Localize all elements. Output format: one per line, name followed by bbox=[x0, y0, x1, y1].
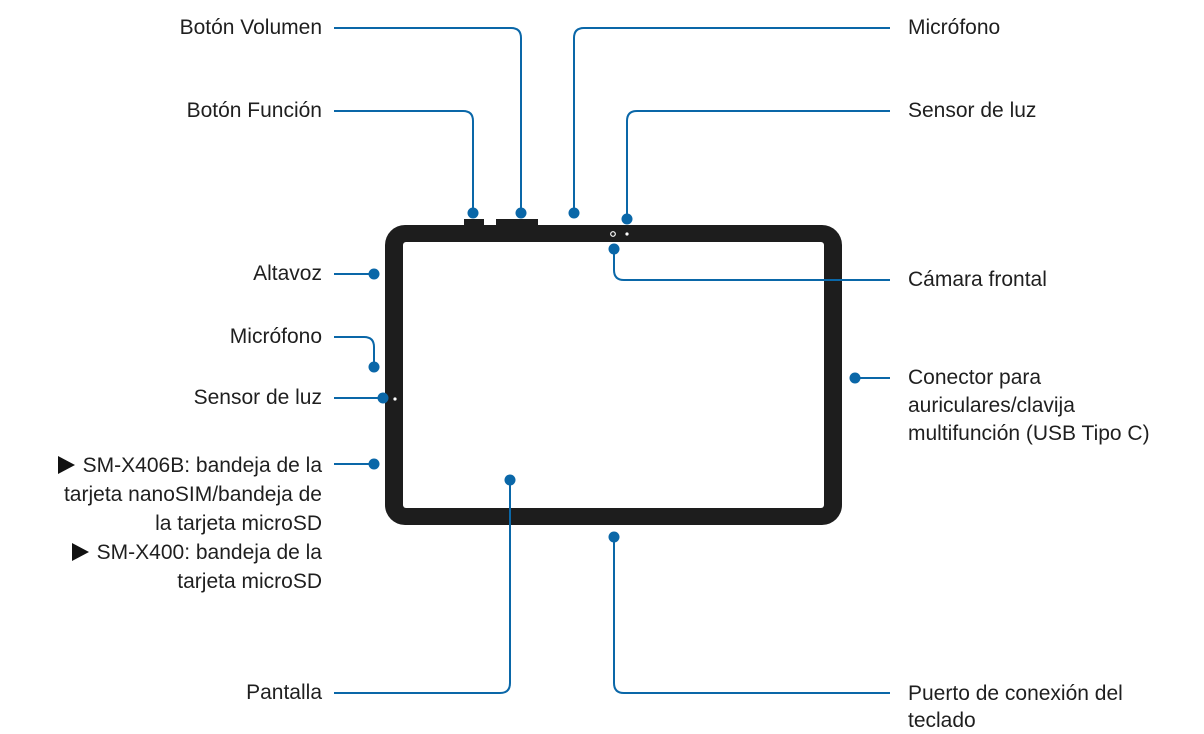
leader-mic-top bbox=[573, 27, 890, 212]
dot-tray bbox=[368, 458, 380, 470]
light-sensor-left-hole bbox=[393, 397, 397, 401]
function-button-hardware bbox=[464, 219, 484, 226]
tablet-diagram bbox=[334, 27, 890, 694]
triangle-bullet-icon bbox=[71, 543, 89, 561]
leader-keyboard-port bbox=[613, 537, 890, 694]
front-camera-lens bbox=[610, 231, 616, 237]
label-tray-block: SM-X406B: bandeja de la tarjeta nanoSIM/… bbox=[57, 451, 322, 596]
triangle-bullet-icon bbox=[57, 456, 75, 474]
volume-button-hardware bbox=[496, 219, 538, 226]
label-mic-top: Micrófono bbox=[908, 16, 1001, 39]
dot-connector bbox=[849, 372, 861, 384]
leader-function bbox=[334, 110, 474, 212]
dot-speaker bbox=[368, 268, 380, 280]
tablet-screen bbox=[403, 242, 824, 508]
label-tray-sm-x406b-line2: tarjeta nanoSIM/bandeja de bbox=[63, 483, 322, 506]
label-volume-button: Botón Volumen bbox=[179, 16, 322, 39]
dot-light-sensor-left bbox=[377, 392, 389, 404]
dot-keyboard-port bbox=[608, 531, 620, 543]
dot-light-sensor-top bbox=[621, 213, 633, 225]
dot-front-camera bbox=[608, 243, 620, 255]
label-screen: Pantalla bbox=[246, 681, 322, 704]
leader-screen bbox=[334, 480, 511, 694]
leader-front-camera bbox=[613, 250, 890, 281]
dot-function bbox=[467, 207, 479, 219]
dot-volume bbox=[515, 207, 527, 219]
label-speaker: Altavoz bbox=[253, 262, 322, 285]
label-tray-sm-x400-line2: tarjeta microSD bbox=[177, 570, 322, 593]
leader-light-sensor-top bbox=[626, 110, 890, 218]
dot-screen bbox=[504, 474, 516, 486]
label-front-camera: Cámara frontal bbox=[908, 268, 1047, 291]
dot-mic-top bbox=[568, 207, 580, 219]
label-keyboard-port: Puerto de conexión del teclado bbox=[908, 682, 1123, 732]
dot-mic-left bbox=[368, 361, 380, 373]
label-function-button: Botón Función bbox=[186, 99, 322, 122]
label-connector: Conector para auriculares/clavija multif… bbox=[908, 366, 1150, 445]
leader-mic-left bbox=[334, 336, 375, 366]
label-tray-sm-x400: SM-X400: bandeja de la bbox=[58, 538, 322, 567]
label-mic-left: Micrófono bbox=[229, 325, 322, 348]
label-light-sensor-left: Sensor de luz bbox=[193, 386, 322, 409]
label-tray-sm-x406b: SM-X406B: bandeja de la bbox=[57, 451, 322, 480]
light-sensor-top-hole bbox=[625, 232, 629, 236]
leader-volume bbox=[334, 27, 522, 212]
label-light-sensor-top: Sensor de luz bbox=[908, 99, 1037, 122]
label-tray-sm-x406b-line3: la tarjeta microSD bbox=[155, 512, 322, 535]
